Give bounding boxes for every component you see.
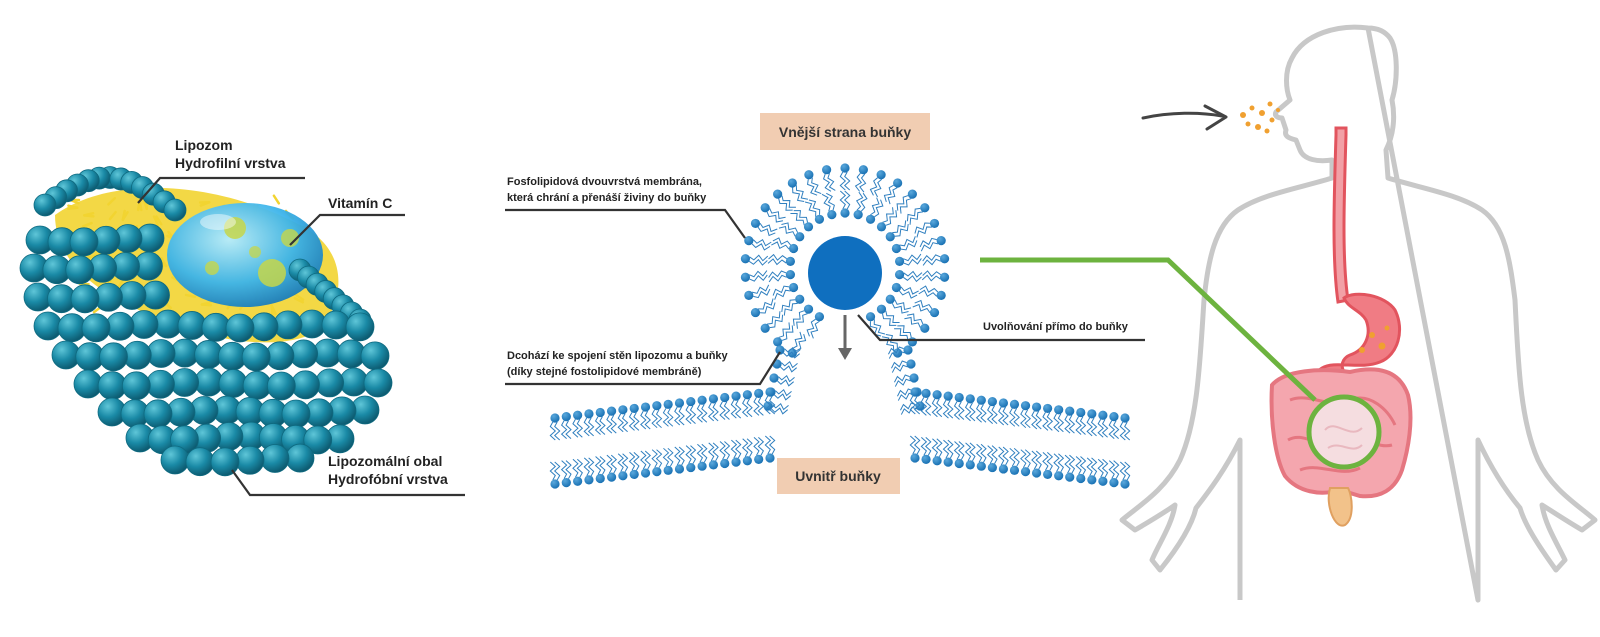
label-fusion-line1: Dcohází ke spojení stěn lipozomu a buňky (507, 350, 729, 362)
connector-line (980, 257, 1317, 402)
leader-line-lipozom (137, 176, 305, 204)
leader-line-membrane (505, 208, 746, 239)
box-inner-cell (777, 458, 900, 494)
label-hydrofobni: Hydrofóbní vrstva (328, 471, 448, 487)
liposome-core (808, 236, 882, 310)
stomach-dots (1359, 325, 1390, 353)
label-fusion-line2: (díky stejné fostolipidové membráně) (507, 366, 702, 378)
vitamin-c-droplet (167, 203, 323, 307)
particles-icon (1240, 101, 1280, 134)
label-lipozomalni-obal: Lipozomální obal (328, 453, 442, 469)
release-arrow (838, 315, 852, 360)
leader-line-vitamin (289, 213, 405, 246)
leader-line-fusion (505, 351, 781, 386)
inhale-arrow-icon (1141, 104, 1228, 131)
membrane-fusion-diagram: Vnější strana buňky Uvnitř buňky Fosfoli… (505, 113, 1145, 494)
leader-line-obal (231, 469, 465, 497)
esophagus (1332, 126, 1350, 304)
membrane-phospholipids (549, 163, 1131, 489)
phospholipid-heads (19, 166, 393, 477)
zoom-highlight-circle (1306, 394, 1382, 470)
label-hydrofilni: Hydrofilní vrstva (175, 155, 286, 171)
label-vitamin-c: Vitamín C (328, 195, 392, 211)
leader-line-release (857, 314, 1145, 342)
label-membrane-line1: Fosfolipidová dvouvrstvá membrána, (507, 176, 702, 188)
label-release: Uvolňování přímo do buňky (983, 321, 1129, 333)
human-body-illustration (980, 24, 1598, 603)
label-lipozom: Lipozom (175, 137, 233, 153)
label-membrane-line2: která chrání a přenáší živiny do buňky (507, 192, 707, 204)
box-outer-cell-text: Vnější strana buňky (779, 124, 911, 140)
box-outer-cell (760, 113, 930, 150)
zoom-detail (1324, 425, 1363, 450)
body-outline (1119, 24, 1598, 603)
liposome-illustration: Lipozom Hydrofilní vrstva Vitamín C Lipo… (19, 137, 465, 497)
box-inner-cell-text: Uvnitř buňky (795, 468, 881, 484)
